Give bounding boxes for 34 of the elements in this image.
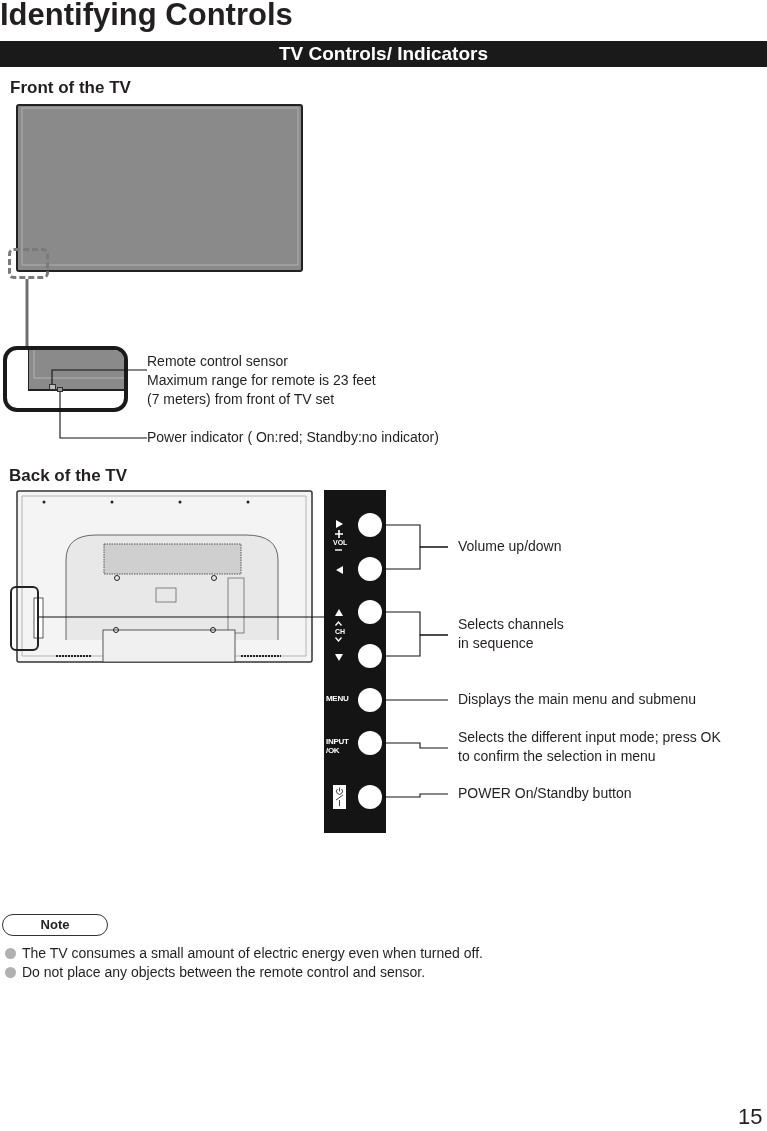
callout-text: Power indicator ( On:red; Standby:no indicator) xyxy=(147,428,440,447)
note-text: Do not place any objects between the remote control and sensor. xyxy=(22,963,426,982)
section-header-bar: TV Controls/ Indicators xyxy=(0,41,767,67)
callout-text: Volume up/down xyxy=(458,537,563,556)
callout-text: POWER On/Standby button xyxy=(458,784,633,803)
page-number: 15 xyxy=(738,1104,763,1130)
round-button xyxy=(358,513,382,537)
callout-text: Displays the main menu and submenu xyxy=(458,690,698,709)
round-button xyxy=(358,785,382,809)
round-button xyxy=(358,557,382,581)
panel-label: MENU xyxy=(326,694,350,703)
dashed-highlight-box xyxy=(8,248,49,279)
callout-text: Selects channels in sequence xyxy=(458,615,565,653)
highlight-box xyxy=(10,586,39,651)
note-text: The TV consumes a small amount of electric energy even when turned off. xyxy=(22,944,483,963)
round-button xyxy=(358,731,382,755)
panel-label: INPUT /OK xyxy=(326,737,350,755)
callout-heading: Remote control sensor xyxy=(147,352,289,371)
power-indicator-light xyxy=(57,387,63,392)
control-panel xyxy=(324,490,386,833)
round-button xyxy=(358,688,382,712)
zoom-callout-box xyxy=(3,346,128,412)
callout-text: Selects the different input mode; press OK to confirm the selection in menu xyxy=(458,728,722,766)
connector-line xyxy=(25,279,29,346)
callout-text: Maximum range for remote is 23 feet (7 meters) from front of TV set xyxy=(147,371,377,409)
page-title: Identifying Controls xyxy=(0,0,293,34)
remote-sensor-window xyxy=(49,384,56,390)
leader-line xyxy=(51,369,148,385)
leader-line xyxy=(59,391,148,439)
round-button xyxy=(358,600,382,624)
section-heading: Back of the TV xyxy=(9,465,128,487)
section-heading: Front of the TV xyxy=(10,77,131,99)
round-button xyxy=(358,644,382,668)
leader-line xyxy=(38,616,325,618)
